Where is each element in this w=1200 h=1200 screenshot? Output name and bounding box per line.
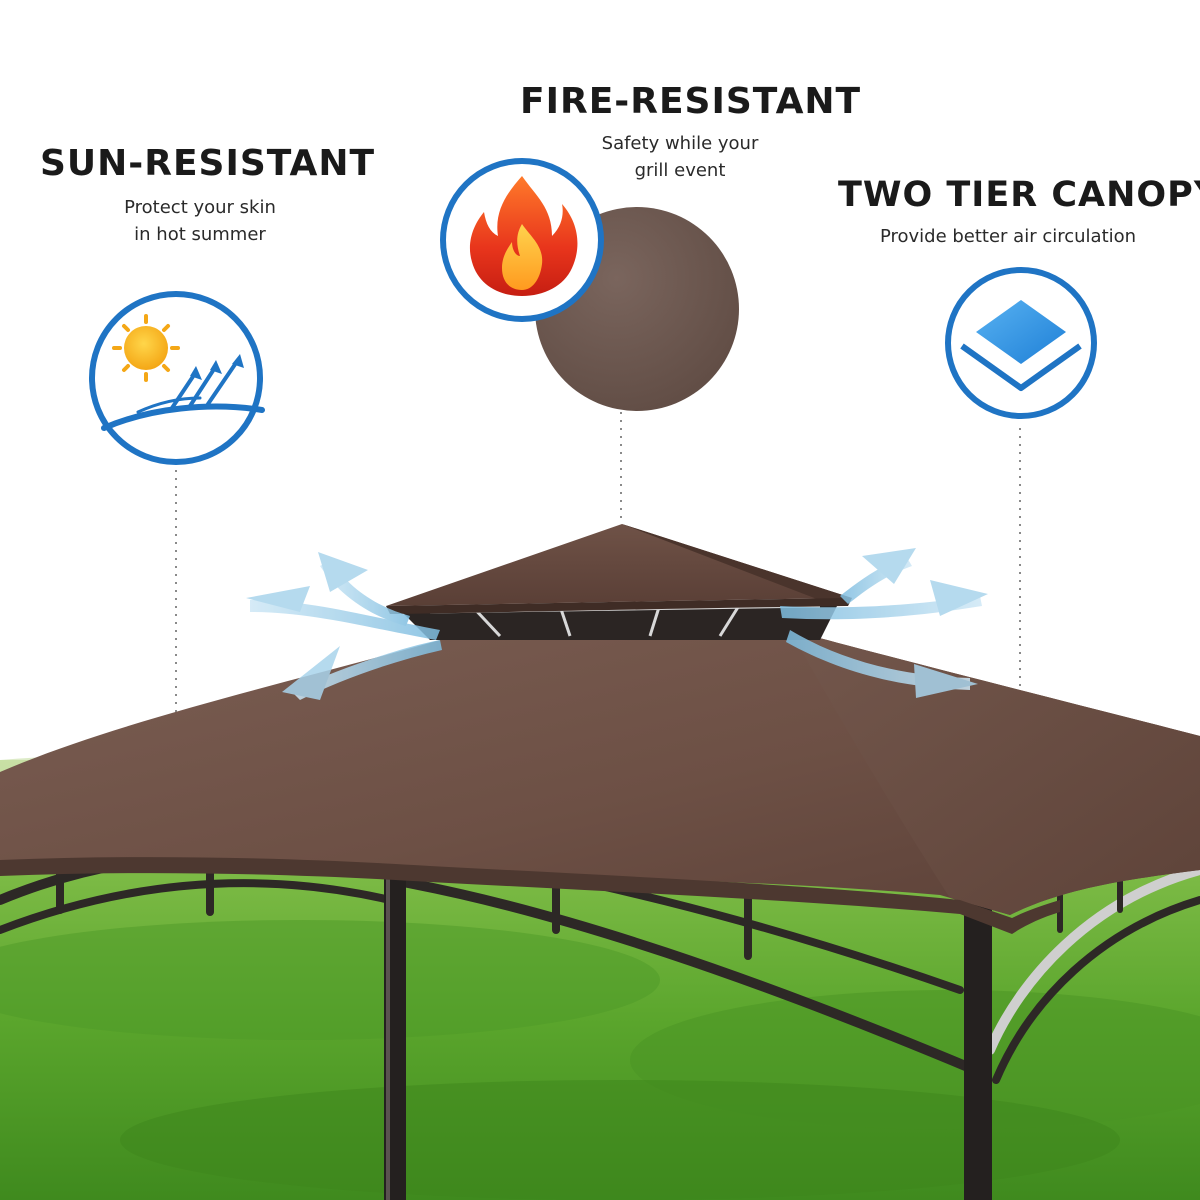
airflow-arrows-left: [246, 552, 442, 700]
lower-roof: [0, 630, 1200, 934]
feature-desc-line: grill event: [634, 160, 726, 181]
feature-description: Provide better air circulation: [838, 223, 1178, 250]
feature-desc-line: in hot summer: [134, 224, 266, 245]
two-tier-canopy-icon: [945, 267, 1097, 419]
top-roof: [386, 524, 852, 614]
feature-fire-resistant: FIRE-RESISTANT Safety while your grill e…: [520, 81, 862, 184]
feature-title: SUN-RESISTANT: [40, 143, 376, 184]
feature-desc-line: Protect your skin: [124, 197, 276, 218]
feature-title: FIRE-RESISTANT: [520, 81, 862, 122]
feature-desc-line: Provide better air circulation: [879, 226, 1137, 247]
gazebo-post-highlight: [386, 862, 390, 1200]
sun-wind-icon: [89, 291, 265, 465]
feature-desc-line: Safety while your: [601, 133, 759, 154]
feature-sun-resistant: SUN-RESISTANT Protect your skin in hot s…: [40, 143, 376, 248]
fire-icon: [440, 158, 604, 322]
leader-lines: [175, 412, 1021, 712]
feature-two-tier-canopy: TWO TIER CANOPY Provide better air circu…: [838, 175, 1200, 250]
feature-description: Safety while your grill event: [520, 130, 840, 184]
airflow-arrows-right: [780, 548, 988, 698]
feature-title: TWO TIER CANOPY: [838, 175, 1200, 215]
feature-description: Protect your skin in hot summer: [40, 194, 360, 248]
